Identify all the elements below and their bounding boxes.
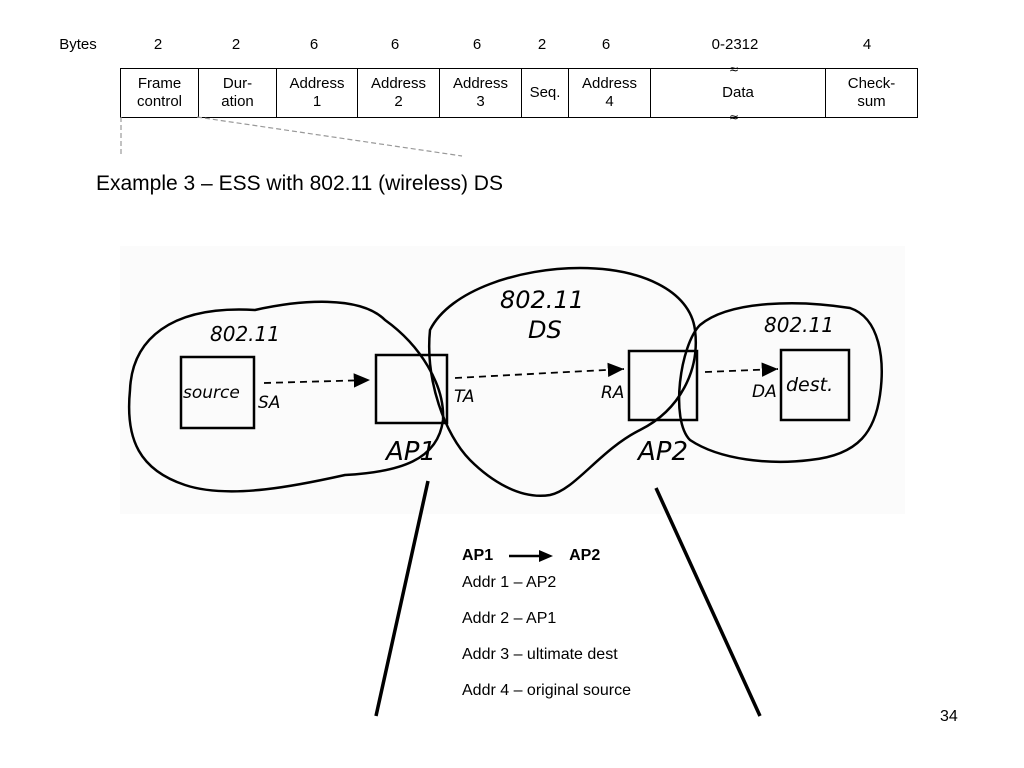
ap2-label: AP2 — [636, 437, 688, 467]
bytes-label: Bytes — [59, 36, 97, 53]
bytes-seq: 2 — [537, 36, 547, 53]
arrow-ap1-to-ap2 — [454, 362, 625, 379]
sa-label: SA — [258, 393, 280, 413]
field-address-4: Address 4 — [569, 69, 651, 117]
legend-addr-4: Addr 4 – original source — [462, 682, 631, 699]
zoom-guide-diagonal — [196, 116, 463, 157]
da-label: DA — [752, 382, 777, 402]
sketch-background — [120, 246, 905, 514]
legend-to: AP2 — [569, 547, 601, 564]
dest-station — [779, 348, 851, 422]
ra-label: RA — [601, 383, 624, 403]
bytes-address-3: 6 — [472, 36, 482, 53]
ap1-label: AP1 — [384, 437, 436, 467]
ds-cloud — [428, 266, 697, 498]
bytes-frame-control: 2 — [153, 36, 163, 53]
right-bss-cloud — [677, 302, 883, 464]
field-address-3: Address 3 — [440, 69, 522, 117]
field-checksum: Check- sum — [847, 75, 896, 110]
bytes-checksum: 4 — [862, 36, 872, 53]
bytes-address-4: 6 — [601, 36, 611, 53]
source-station — [179, 355, 256, 430]
right-cloud-label: 802.11 — [764, 313, 834, 337]
left-bss-cloud — [127, 300, 445, 493]
field-address-1: Address 1 — [277, 69, 358, 117]
right-arrow-icon — [509, 550, 554, 562]
arrow-ap2-to-dest — [704, 362, 779, 377]
left-cloud-label: 802.11 — [210, 322, 280, 346]
legend-from: AP1 — [462, 547, 494, 564]
bytes-address-1: 6 — [309, 36, 319, 53]
field-duration: Dur- ation — [199, 69, 277, 117]
bytes-address-2: 6 — [390, 36, 400, 53]
field-frame-control: Frame control — [121, 69, 199, 117]
arrow-source-to-ap1 — [263, 373, 371, 388]
source-label: source — [183, 383, 240, 403]
field-seq: Seq. — [522, 69, 569, 117]
page-number: 34 — [940, 708, 958, 725]
break-mark-top: ≈ — [729, 62, 739, 76]
frame-format-table: Frame control Dur- ation Address 1 Addre… — [120, 68, 918, 118]
address-legend: AP1 AP2 Addr 1 – AP2 Addr 2 – AP1 Addr 3… — [462, 538, 631, 718]
bracket-line-left — [374, 480, 430, 717]
dest-label: dest. — [786, 374, 833, 396]
field-data: Data — [651, 69, 826, 117]
bytes-duration: 2 — [231, 36, 241, 53]
slide-title: Example 3 – ESS with 802.11 (wireless) D… — [96, 172, 503, 195]
ap2-box — [627, 349, 699, 422]
ds-label-line1: 802.11 — [500, 286, 584, 314]
field-address-2: Address 2 — [358, 69, 440, 117]
ds-label-line2: DS — [528, 316, 562, 344]
legend-addr-1: Addr 1 – AP2 — [462, 574, 557, 591]
bytes-data: 0-2312 — [711, 36, 759, 53]
ap1-box — [374, 353, 449, 425]
ta-label: TA — [454, 387, 474, 407]
legend-addr-3: Addr 3 – ultimate dest — [462, 646, 618, 663]
bracket-line-right — [654, 487, 762, 717]
break-mark-bottom: ≈ — [729, 110, 739, 124]
bytes-row: Bytes 2 2 6 6 6 2 6 0-2312 4 — [0, 36, 1024, 56]
legend-header: AP1 AP2 — [462, 538, 631, 574]
legend-addr-2: Addr 2 – AP1 — [462, 610, 557, 627]
